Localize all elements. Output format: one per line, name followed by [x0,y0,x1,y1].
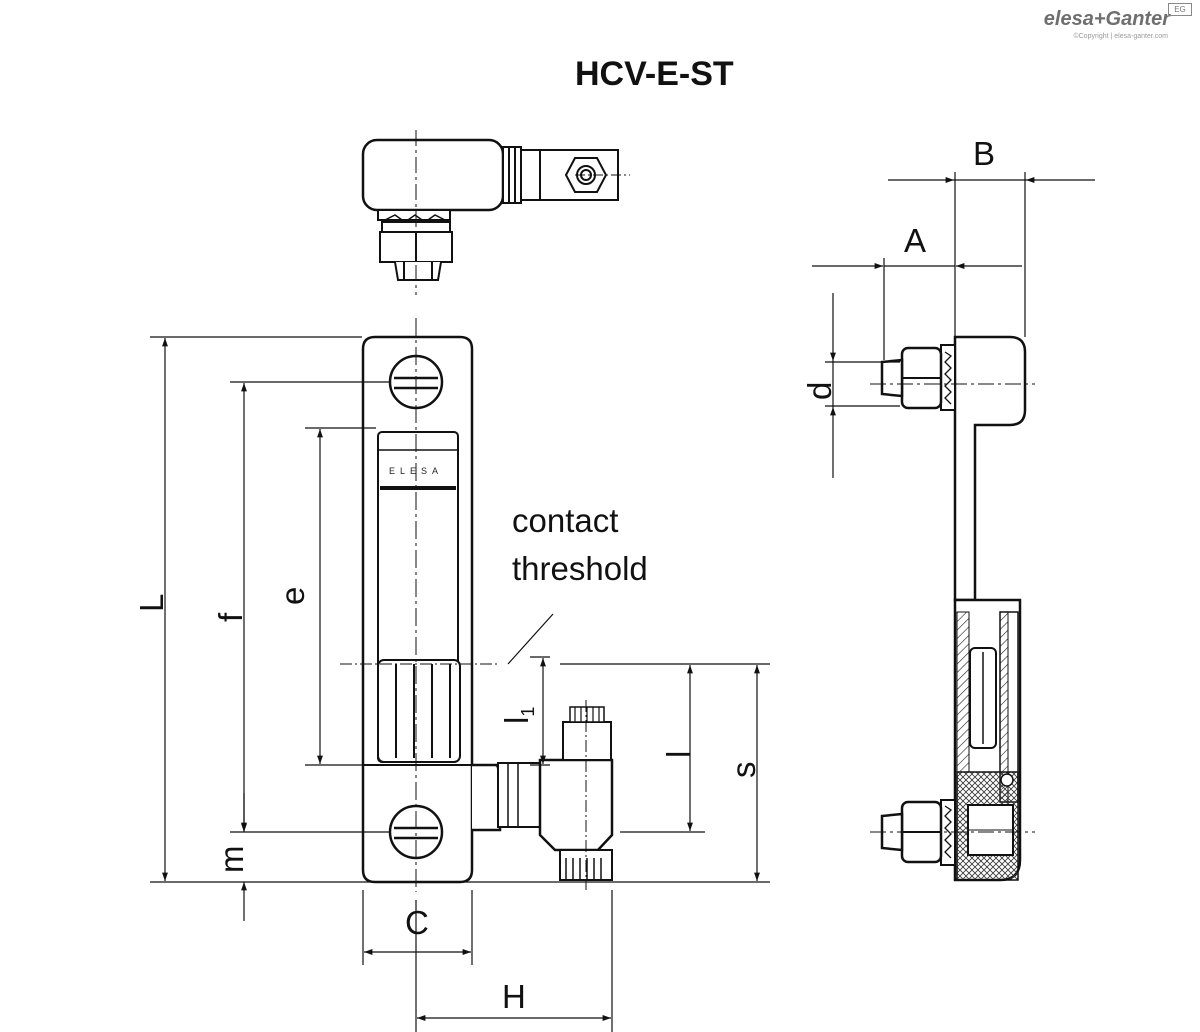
dim-label-H: H [502,978,526,1015]
dim-label-l: l [660,750,697,758]
brand-logo: elesa+Ganter [1043,8,1170,30]
dim-label-d: d [801,381,838,400]
contact-threshold-label-line2: threshold [512,550,648,587]
product-mark: ELESA [389,466,444,476]
drawing-title: HCV-E-ST [575,55,734,93]
dimension-lines [150,172,1095,1032]
dim-label-f: f [212,612,249,622]
contact-threshold-label-line1: contact [512,502,619,539]
side-view [870,335,1035,882]
dim-label-m: m [213,845,250,874]
brand-copyright: ©Copyright | elesa-ganter.com [1073,33,1168,40]
dim-label-s: s [725,761,762,779]
dim-label-L: L [133,593,170,612]
dim-label-B: B [973,135,996,172]
top-view [361,130,630,295]
brand-badge: EG [1168,3,1192,16]
dim-label-A: A [904,222,927,259]
dim-label-e: e [274,586,311,605]
front-view [340,318,614,892]
dim-label-C: C [405,904,429,941]
dim-label-l1: l1 [498,706,538,724]
